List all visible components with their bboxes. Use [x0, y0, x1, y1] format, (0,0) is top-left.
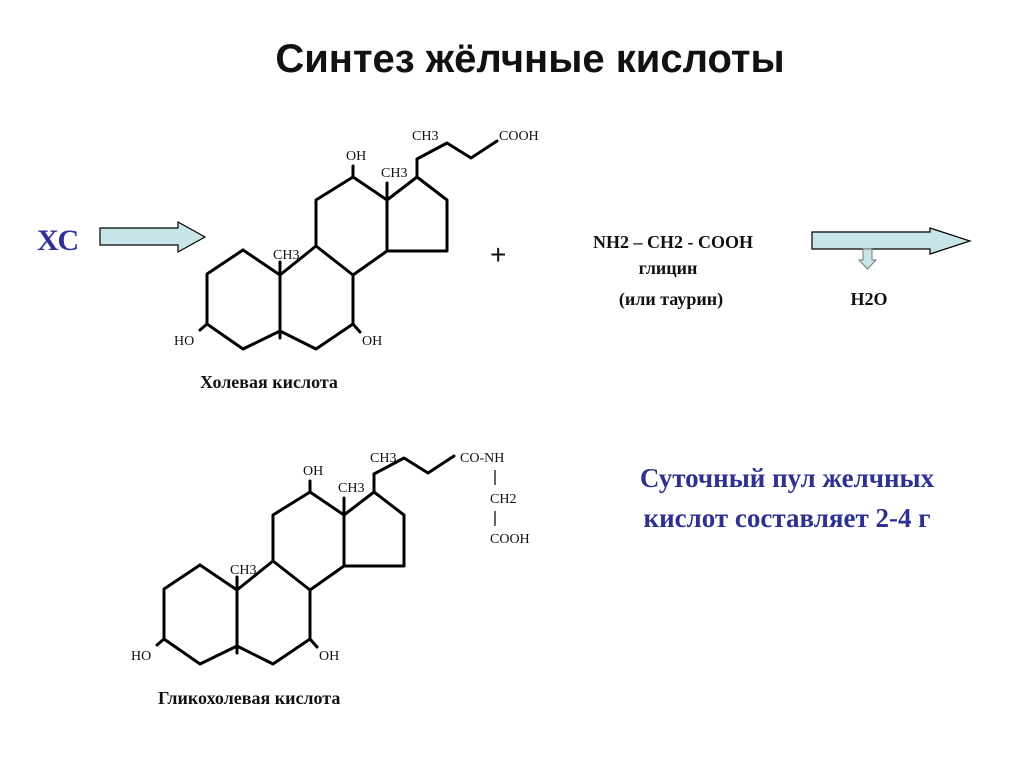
- glycine-alternative: (или таурин): [619, 289, 723, 310]
- oh-label: OH: [362, 334, 382, 349]
- ch2-label: CH2: [490, 492, 516, 507]
- ch3-label: CH3: [230, 563, 256, 578]
- ho-label: HO: [174, 334, 194, 349]
- glycine-formula: NH2 – CH2 - COOH: [593, 232, 753, 252]
- cooh-label: COOH: [499, 129, 539, 144]
- ho-label: HO: [131, 649, 151, 664]
- glycocholic-acid-name: Гликохолевая кислота: [158, 688, 340, 708]
- ch3-label: CH3: [381, 166, 407, 181]
- slide-title: Синтез жёлчные кислоты: [275, 37, 784, 81]
- ch3-label: CH3: [273, 248, 299, 263]
- oh-label: OH: [346, 149, 366, 164]
- arrow-right-icon: [99, 220, 207, 254]
- oh-label: OH: [319, 649, 339, 664]
- glycocholic-acid-structure: OH CH3 CH3 CO-NH CH2 COOH CH3 HO OH Глик…: [131, 451, 530, 708]
- oh-label: OH: [303, 464, 323, 479]
- conh-label: CO-NH: [460, 451, 504, 466]
- arrow-down-icon: [857, 248, 878, 270]
- reaction-arrow-icon: [811, 227, 972, 255]
- water-byproduct: H2O: [850, 289, 887, 309]
- note-line-2: кислот составляет 2-4 г: [644, 503, 931, 533]
- glycine-name: глицин: [639, 258, 698, 278]
- ch3-label: CH3: [370, 451, 396, 466]
- cholic-acid-structure: OH CH3 CH3 COOH CH3 HO OH Холевая кислот…: [174, 129, 539, 392]
- ch3-label: CH3: [412, 129, 438, 144]
- reactant-label: ХС: [37, 224, 79, 257]
- cooh-label: COOH: [490, 532, 530, 547]
- ch3-label: CH3: [338, 481, 364, 496]
- cholic-acid-name: Холевая кислота: [200, 372, 338, 392]
- plus-sign: +: [490, 239, 506, 270]
- note-line-1: Суточный пул желчных: [640, 463, 935, 493]
